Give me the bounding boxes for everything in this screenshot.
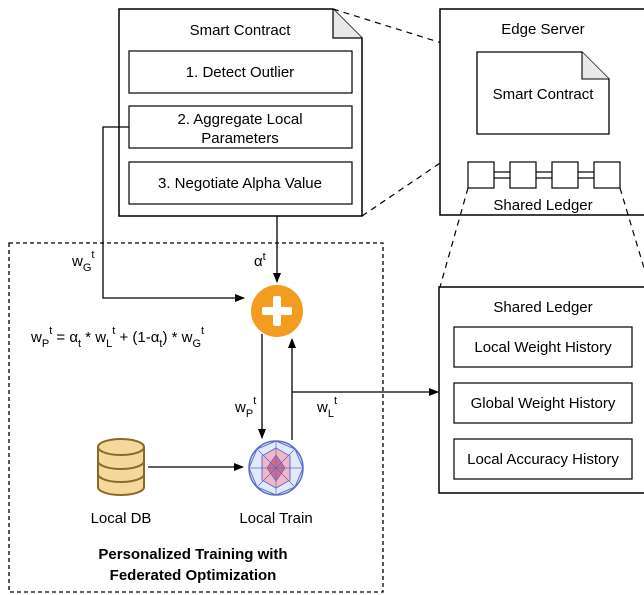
wp-label: wPt — [234, 395, 256, 420]
edge-contract-label: Smart Contract — [493, 86, 595, 103]
ledger-item-2-label: Global Weight History — [471, 395, 616, 412]
step-3-label: 3. Negotiate Alpha Value — [158, 175, 322, 192]
step-negotiate-alpha — [128, 161, 353, 205]
document-icon — [476, 51, 610, 135]
smart-contract-panel: Smart Contract 1. Detect Outlier 2. Aggr… — [118, 8, 363, 217]
local-db-label: Local DB — [91, 510, 152, 527]
edge-ledger-label: Shared Ledger — [493, 197, 592, 214]
personalization-formula: wPt = αt * wLt + (1-αt) * wGt — [30, 325, 204, 350]
shared-ledger-title: Shared Ledger — [493, 299, 592, 316]
ledger-chain-icon — [467, 161, 621, 189]
neural-network-icon — [248, 440, 304, 496]
ledger-item-local-weight — [453, 326, 633, 368]
step-aggregate — [128, 105, 353, 149]
wg-label: wGt — [71, 249, 94, 274]
step-2-label-line2: Parameters — [201, 130, 279, 147]
local-train-label: Local Train — [239, 510, 312, 527]
edge-server-title: Edge Server — [501, 21, 584, 38]
ledger-item-global-weight — [453, 382, 633, 424]
step-detect-outlier — [128, 50, 353, 94]
step-1-label: 1. Detect Outlier — [186, 64, 294, 81]
database-icon — [97, 438, 145, 496]
alpha-label: αt — [254, 251, 266, 270]
edge-server-panel: Edge Server Smart Contract Shared Ledger — [439, 8, 644, 216]
wg-arrow — [102, 126, 245, 302]
training-caption-line2: Federated Optimization — [110, 567, 277, 584]
training-caption-line1: Personalized Training with — [98, 546, 287, 563]
ledger-item-1-label: Local Weight History — [474, 339, 612, 356]
connectors — [102, 126, 439, 471]
plus-circle-icon — [251, 285, 303, 337]
smart-contract-title: Smart Contract — [190, 22, 292, 39]
training-region — [8, 242, 384, 593]
step-2-label-line1: 2. Aggregate Local — [177, 111, 302, 128]
wl-label: wLt — [316, 395, 337, 420]
ledger-item-local-accuracy — [453, 438, 633, 480]
shared-ledger-panel: Shared Ledger Local Weight History Globa… — [438, 286, 644, 494]
ledger-item-3-label: Local Accuracy History — [467, 451, 619, 468]
zoom-line-ledger-right — [619, 187, 644, 269]
